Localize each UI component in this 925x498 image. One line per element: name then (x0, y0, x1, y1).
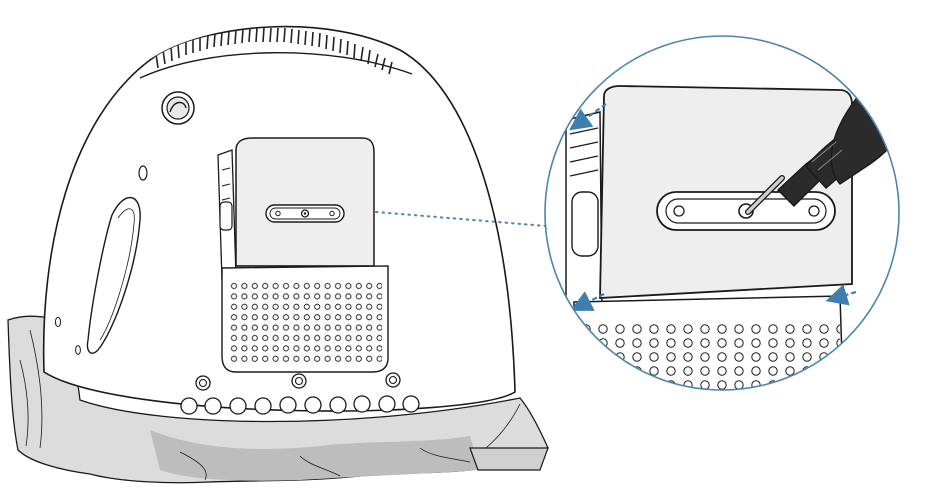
cloth-flap (469, 447, 549, 471)
arrow-icon (570, 291, 605, 311)
bottom-screws (195, 372, 401, 391)
round-port (161, 91, 195, 125)
memory-door (235, 137, 375, 267)
imac-group (7, 25, 549, 484)
cloth-fold-shadow (150, 430, 480, 481)
arrow-icon (825, 284, 857, 306)
small-oval-hole (138, 165, 148, 181)
door-screw-bar (265, 204, 345, 223)
zoom-detail (544, 35, 900, 391)
arrow-icon (569, 103, 607, 131)
side-slot (86, 196, 141, 354)
zoom-circle-border (544, 35, 900, 391)
cloth-fold-lines (19, 329, 521, 481)
port-row (180, 395, 420, 415)
callout-line (375, 211, 547, 227)
top-vent (139, 27, 413, 79)
